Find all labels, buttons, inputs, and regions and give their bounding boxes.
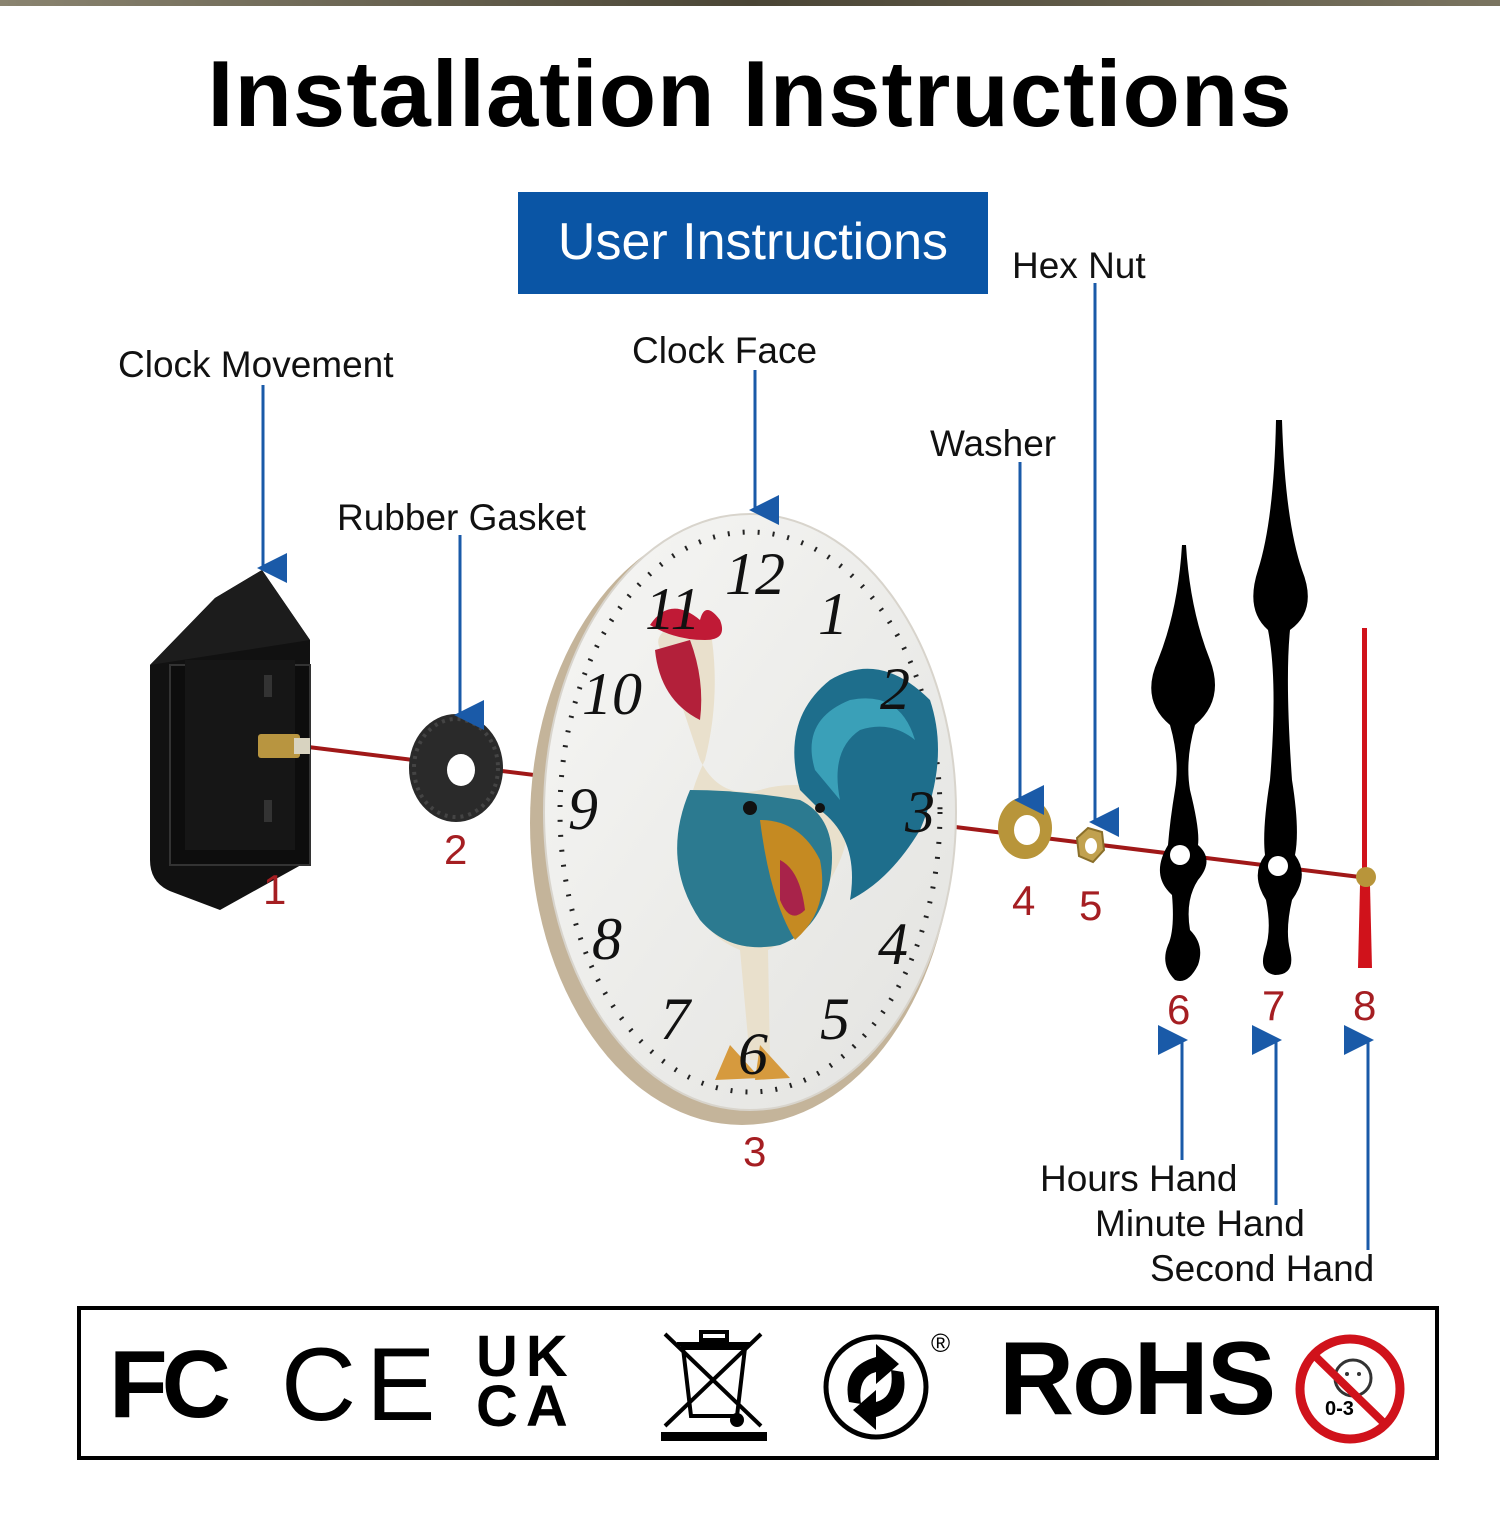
- numeral-8: 8: [592, 905, 622, 974]
- part-number-8: 8: [1353, 982, 1376, 1030]
- weee-bin-icon: [657, 1328, 771, 1444]
- part-number-7: 7: [1262, 982, 1285, 1030]
- numeral-9: 9: [568, 775, 598, 844]
- part-number-1: 1: [263, 866, 286, 914]
- minute-hand-part: [1253, 420, 1308, 975]
- exploded-clock-diagram: [0, 0, 1500, 1300]
- part-number-3: 3: [743, 1128, 766, 1176]
- rohs-icon: RoHS: [999, 1330, 1269, 1440]
- label-clock-movement: Clock Movement: [118, 344, 394, 386]
- numeral-3: 3: [905, 778, 935, 847]
- numeral-5: 5: [820, 985, 850, 1054]
- part-number-2: 2: [444, 826, 467, 874]
- numeral-1: 1: [818, 580, 848, 649]
- label-hours-hand: Hours Hand: [1040, 1158, 1237, 1200]
- numeral-11: 11: [645, 575, 701, 644]
- no-children-icon: [1291, 1330, 1409, 1448]
- part-number-4: 4: [1012, 877, 1035, 925]
- washer-part: [998, 797, 1052, 859]
- numeral-2: 2: [880, 655, 910, 724]
- hex-nut-part: [1077, 828, 1104, 862]
- certification-strip: FC CE UK CA ® RoHS 0-3: [77, 1306, 1439, 1460]
- numeral-12: 12: [725, 540, 785, 609]
- label-rubber-gasket: Rubber Gasket: [337, 497, 586, 539]
- clock-movement-part: [150, 570, 310, 910]
- label-clock-face: Clock Face: [632, 330, 817, 372]
- second-hand-part: [1356, 628, 1376, 968]
- label-minute-hand: Minute Hand: [1095, 1203, 1305, 1245]
- label-second-hand: Second Hand: [1150, 1248, 1374, 1290]
- part-number-5: 5: [1079, 882, 1102, 930]
- part-number-6: 6: [1167, 986, 1190, 1034]
- label-washer: Washer: [930, 423, 1056, 465]
- age-warning-text: 0-3: [1325, 1398, 1354, 1421]
- hours-hand-part: [1151, 545, 1215, 981]
- fcc-icon: FC: [109, 1332, 239, 1432]
- rubber-gasket-part: [409, 714, 503, 822]
- registered-mark: ®: [931, 1328, 950, 1359]
- label-hex-nut: Hex Nut: [1012, 245, 1146, 287]
- numeral-10: 10: [582, 660, 642, 729]
- numeral-7: 7: [660, 985, 690, 1054]
- numeral-4: 4: [878, 910, 908, 979]
- ukca-mark-icon: UK CA: [476, 1328, 616, 1448]
- ce-mark-icon: CE: [281, 1332, 421, 1432]
- numeral-6: 6: [738, 1020, 768, 1089]
